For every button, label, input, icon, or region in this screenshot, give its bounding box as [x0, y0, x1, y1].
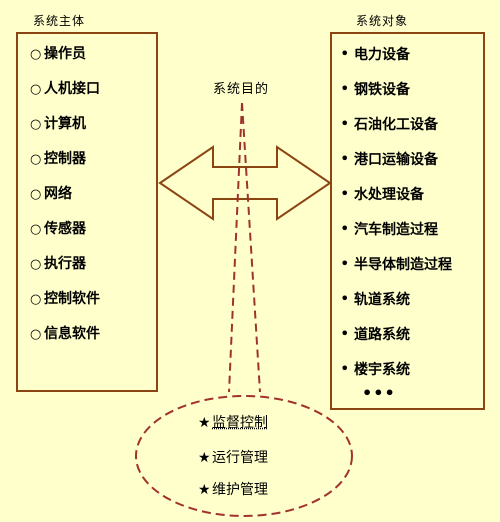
bullet-icon: • — [340, 149, 350, 168]
list-item: •轨道系统 — [340, 289, 410, 309]
list-item: ○执行器 — [30, 256, 86, 272]
list-item: ○控制器 — [30, 151, 86, 167]
list-item: •电力设备 — [340, 44, 410, 64]
goal-item: ★监督控制 — [198, 415, 268, 431]
circle-marker-icon: ○ — [30, 117, 42, 132]
left-heading: 系统主体 — [33, 14, 86, 28]
list-item: •水处理设备 — [340, 184, 424, 204]
list-item: ○网络 — [30, 186, 72, 202]
bullet-icon: • — [340, 254, 350, 273]
right-heading: 系统对象 — [356, 14, 409, 28]
bullet-icon: • — [340, 44, 350, 63]
circle-marker-icon: ○ — [30, 292, 42, 307]
circle-marker-icon: ○ — [30, 47, 42, 62]
center-label: 系统目的 — [213, 82, 270, 97]
list-item: •石油化工设备 — [340, 114, 438, 134]
circle-marker-icon: ○ — [30, 152, 42, 167]
right-box — [330, 32, 485, 410]
list-item: ○操作员 — [30, 46, 86, 62]
star-icon: ★ — [198, 415, 211, 431]
left-box — [16, 32, 158, 392]
goal-ellipse — [135, 395, 353, 517]
goal-item: ★运行管理 — [198, 450, 268, 466]
list-item: •汽车制造过程 — [340, 219, 438, 239]
list-item: •港口运输设备 — [340, 149, 438, 169]
list-item: •钢铁设备 — [340, 79, 410, 99]
circle-marker-icon: ○ — [30, 222, 42, 237]
list-item: •道路系统 — [340, 324, 410, 344]
list-item: ○控制软件 — [30, 291, 100, 307]
bullet-icon: • — [340, 184, 350, 203]
circle-marker-icon: ○ — [30, 82, 42, 97]
list-item: ○计算机 — [30, 116, 86, 132]
bullet-icon: • — [340, 79, 350, 98]
star-icon: ★ — [198, 450, 211, 466]
goal-item: ★维护管理 — [198, 482, 268, 498]
bullet-icon: • — [340, 324, 350, 343]
circle-marker-icon: ○ — [30, 257, 42, 272]
more-ellipsis: ••• — [362, 383, 396, 402]
star-icon: ★ — [198, 482, 211, 498]
bullet-icon: • — [340, 219, 350, 238]
list-item: ○人机接口 — [30, 81, 100, 97]
bullet-icon: • — [340, 289, 350, 308]
circle-marker-icon: ○ — [30, 187, 42, 202]
list-item: •楼宇系统 — [340, 359, 410, 379]
list-item: •半导体制造过程 — [340, 254, 452, 274]
bullet-icon: • — [340, 359, 350, 378]
funnel-right-line — [241, 102, 261, 393]
list-item: ○信息软件 — [30, 326, 100, 342]
circle-marker-icon: ○ — [30, 327, 42, 342]
bullet-icon: • — [340, 114, 350, 133]
funnel-left-line — [228, 102, 243, 393]
list-item: ○传感器 — [30, 221, 86, 237]
